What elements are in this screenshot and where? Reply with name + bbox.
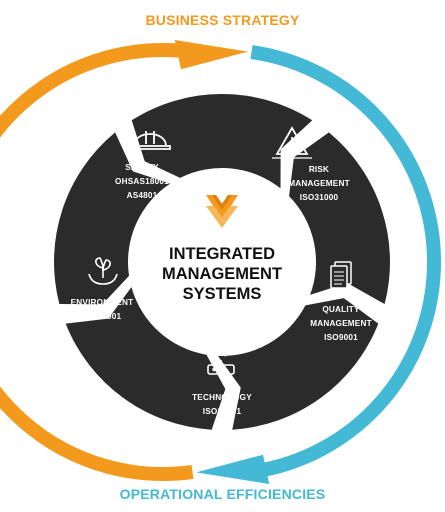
segment-safety: SAFETY OHSAS18001 AS4801 [115, 131, 171, 200]
technology-line-2: ISO27001 [203, 407, 242, 416]
documents-icon [330, 261, 352, 289]
segment-technology: TECHNOLOGY ISO27001 [192, 349, 252, 416]
router-icon [207, 349, 235, 375]
segment-quality: QUALITY MANAGEMENT ISO9001 [310, 261, 372, 342]
center-title-line-1: INTEGRATED [169, 245, 275, 263]
segment-wedge-technology [65, 287, 226, 430]
quality-line-3: ISO9001 [324, 333, 358, 342]
orange-arrowhead-icon [174, 39, 248, 70]
blue-arc [250, 45, 441, 479]
segment-wedge-environment [54, 132, 171, 305]
quality-line-1: QUALITY [322, 305, 360, 314]
hard-hat-icon [129, 131, 171, 150]
segment-wedge-safety [131, 93, 313, 189]
safety-line-2: OHSAS18001 [115, 177, 169, 186]
operational-efficiencies-label: OPERATIONAL EFFICIENCIES [119, 486, 326, 502]
safety-line-3: AS4801 [127, 191, 158, 200]
segment-wedge-quality [217, 298, 379, 430]
quality-line-2: MANAGEMENT [310, 319, 372, 328]
segment-environment: ENVIRONMENT ISO14001 [71, 257, 134, 321]
center-title-line-3: SYSTEMS [183, 285, 262, 303]
segment-wedge-risk [289, 132, 390, 305]
shield-chevron-logo-icon [206, 195, 238, 228]
business-strategy-label: BUSINESS STRATEGY [145, 12, 300, 28]
plant-hands-icon [88, 257, 118, 285]
cycle-ring [0, 39, 441, 485]
safety-line-1: SAFETY [125, 163, 159, 172]
segment-risk: RISK MANAGEMENT ISO31000 [272, 126, 350, 202]
technology-line-1: TECHNOLOGY [192, 393, 252, 402]
risk-line-3: ISO31000 [300, 193, 339, 202]
center-disc [136, 176, 308, 348]
environment-line-1: ENVIRONMENT [71, 298, 134, 307]
blue-arrowhead-icon [196, 454, 270, 485]
risk-line-2: MANAGEMENT [288, 179, 350, 188]
orange-arc [0, 43, 194, 481]
environment-line-2: ISO14001 [83, 312, 122, 321]
warning-triangle-icon [272, 126, 312, 159]
center-title-line-2: MANAGEMENT [162, 265, 282, 283]
risk-line-1: RISK [309, 165, 329, 174]
segment-ring [54, 93, 390, 430]
